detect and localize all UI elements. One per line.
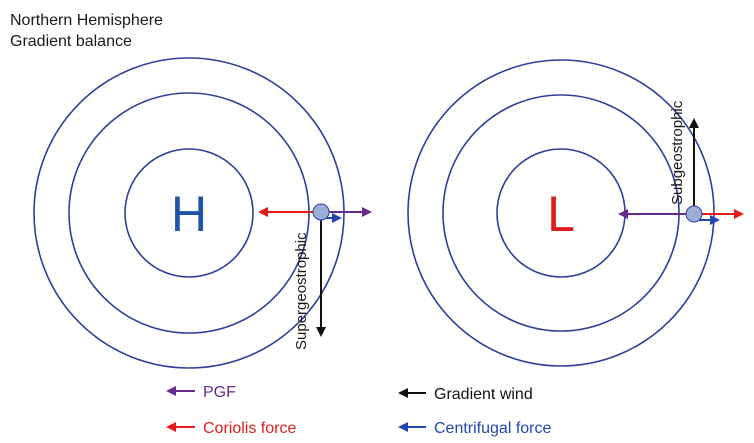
legend: PGF Coriolis force Gradient wind Centrif…: [166, 384, 551, 437]
legend-gradient-wind-label: Gradient wind: [434, 386, 533, 403]
high-pressure-system: H Supergeostrophic: [33, 57, 372, 369]
legend-centrifugal-label: Centrifugal force: [434, 420, 551, 437]
high-air-parcel: [312, 203, 330, 221]
legend-item-gradient-wind: Gradient wind: [398, 386, 533, 403]
legend-item-centrifugal: Centrifugal force: [398, 420, 551, 437]
low-air-parcel: [685, 205, 703, 223]
low-pressure-system: L Subgeostrophic: [407, 59, 744, 367]
high-isobar-inner: [124, 148, 254, 278]
supergeostrophic-label: Supergeostrophic: [293, 232, 310, 350]
legend-pgf-label: PGF: [203, 384, 236, 401]
subgeostrophic-label: Subgeostrophic: [669, 100, 686, 205]
low-center-label: L: [547, 186, 575, 242]
legend-coriolis-label: Coriolis force: [203, 420, 296, 437]
title-line-2: Gradient balance: [10, 33, 132, 50]
legend-item-coriolis: Coriolis force: [166, 420, 296, 437]
title-line-1: Northern Hemisphere: [10, 12, 163, 29]
high-center-label: H: [171, 186, 207, 242]
diagram-title: Northern Hemisphere Gradient balance: [10, 10, 163, 52]
legend-item-pgf: PGF: [166, 384, 236, 401]
